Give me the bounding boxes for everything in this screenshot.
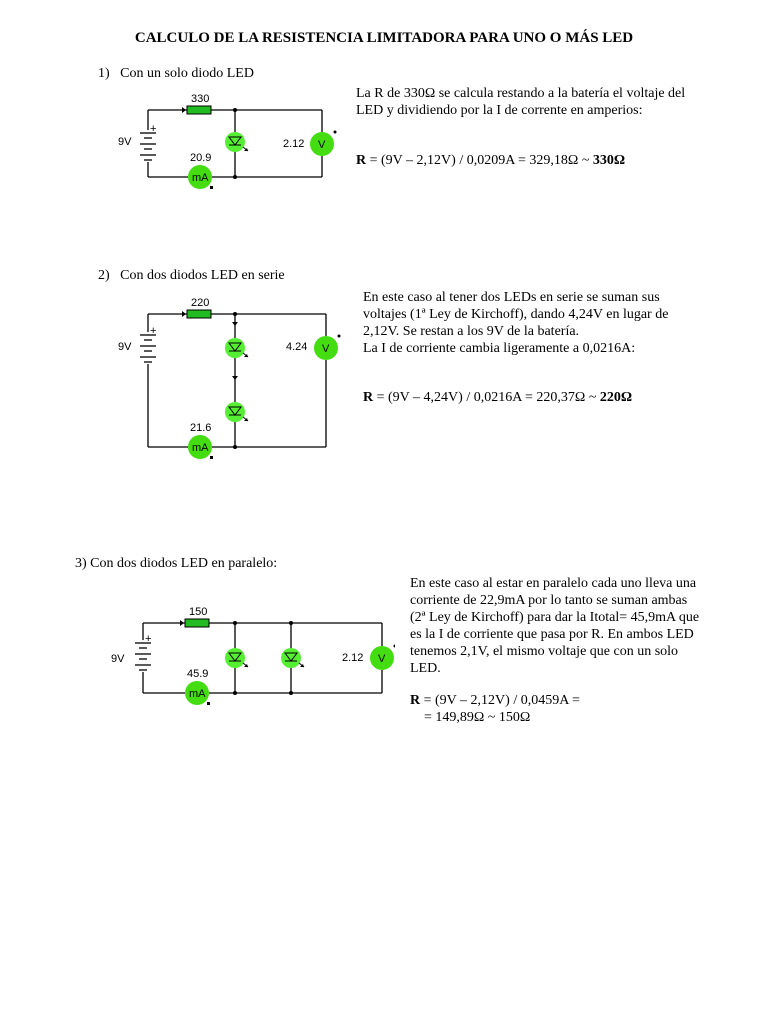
section-3-heading: 3) Con dos diodos LED en paralelo: (75, 556, 278, 571)
resistor-value: 220 (191, 297, 209, 309)
ammeter-icon (185, 681, 209, 705)
led-icon (225, 648, 249, 668)
section-3-paragraph: En este caso al estar en paralelo cada u… (410, 576, 700, 676)
voltmeter-icon (314, 336, 338, 360)
section-2-paragraph-2: La I de corriente cambia ligeramente a 0… (363, 341, 636, 356)
equation-body: = (9V – 2,12V) / 0,0459A = (420, 693, 580, 708)
ammeter-unit: mA (192, 442, 209, 454)
section-2-paragraph: En este caso al tener dos LEDs en serie … (363, 290, 669, 339)
equation-lhs: R (410, 693, 421, 708)
ammeter-unit: mA (192, 172, 209, 184)
circuit-diagram-series-leds: 220 9V + V 4.24 mA 21.6 (118, 297, 341, 459)
battery-plus-sign: + (150, 325, 156, 337)
resistor-icon (184, 618, 210, 628)
page-title: CALCULO DE LA RESISTENCIA LIMITADORA PAR… (134, 30, 634, 46)
equation-body: = (9V – 2,12V) / 0,0209A = 329,18Ω ~ (366, 153, 593, 168)
voltmeter-unit: V (322, 343, 330, 355)
battery-plus-sign: + (150, 123, 156, 135)
battery-voltage: 9V (111, 653, 125, 665)
section-1-equation: R = (9V – 2,12V) / 0,0209A = 329,18Ω ~ 3… (356, 152, 716, 169)
ammeter-reading: 20.9 (190, 152, 211, 164)
circuit-diagram-parallel-leds: 150 9V + V 2.12 mA 45.9 (111, 606, 395, 705)
ammeter-reading: 45.9 (187, 668, 208, 680)
equation-lhs: R (356, 153, 367, 168)
section-3-equation-line2: = 149,89Ω ~ 150Ω (424, 710, 531, 725)
led-icon (225, 132, 249, 152)
section-1-heading: 1) Con un solo diodo LED (98, 66, 254, 81)
voltmeter-icon (370, 646, 394, 670)
resistor-icon (186, 105, 212, 115)
circuit-diagram-single-led: 330 9V + V 2.12 mA 20.9 (118, 93, 337, 189)
battery-plus-sign: + (145, 633, 151, 645)
voltmeter-unit: V (378, 653, 386, 665)
ammeter-icon (188, 165, 212, 189)
voltmeter-reading: 4.24 (286, 341, 307, 353)
led-icon (225, 338, 249, 358)
resistor-value: 330 (191, 93, 209, 105)
battery-voltage: 9V (118, 341, 132, 353)
resistor-icon (186, 309, 212, 319)
ammeter-icon (188, 435, 212, 459)
section-3-equation: R = (9V – 2,12V) / 0,0459A = (410, 692, 730, 709)
equation-result: 330Ω (592, 153, 626, 168)
equation-lhs: R (363, 390, 374, 405)
resistor-value: 150 (189, 606, 207, 618)
battery-voltage: 9V (118, 136, 132, 148)
section-2-heading: 2) Con dos diodos LED en serie (98, 268, 285, 283)
section-1-paragraph: La R de 330Ω se calcula restando a la ba… (356, 86, 686, 118)
section-2-equation: R = (9V – 4,24V) / 0,0216A = 220,37Ω ~ 2… (363, 389, 723, 406)
led-icon (225, 402, 249, 422)
ammeter-reading: 21.6 (190, 422, 211, 434)
led-icon (281, 648, 305, 668)
voltmeter-reading: 2.12 (283, 138, 304, 150)
equation-body: = (9V – 4,24V) / 0,0216A = 220,37Ω ~ (373, 390, 600, 405)
ammeter-unit: mA (189, 688, 206, 700)
voltmeter-unit: V (318, 139, 326, 151)
equation-result: 220Ω (599, 390, 633, 405)
voltmeter-icon (310, 132, 334, 156)
voltmeter-reading: 2.12 (342, 652, 363, 664)
